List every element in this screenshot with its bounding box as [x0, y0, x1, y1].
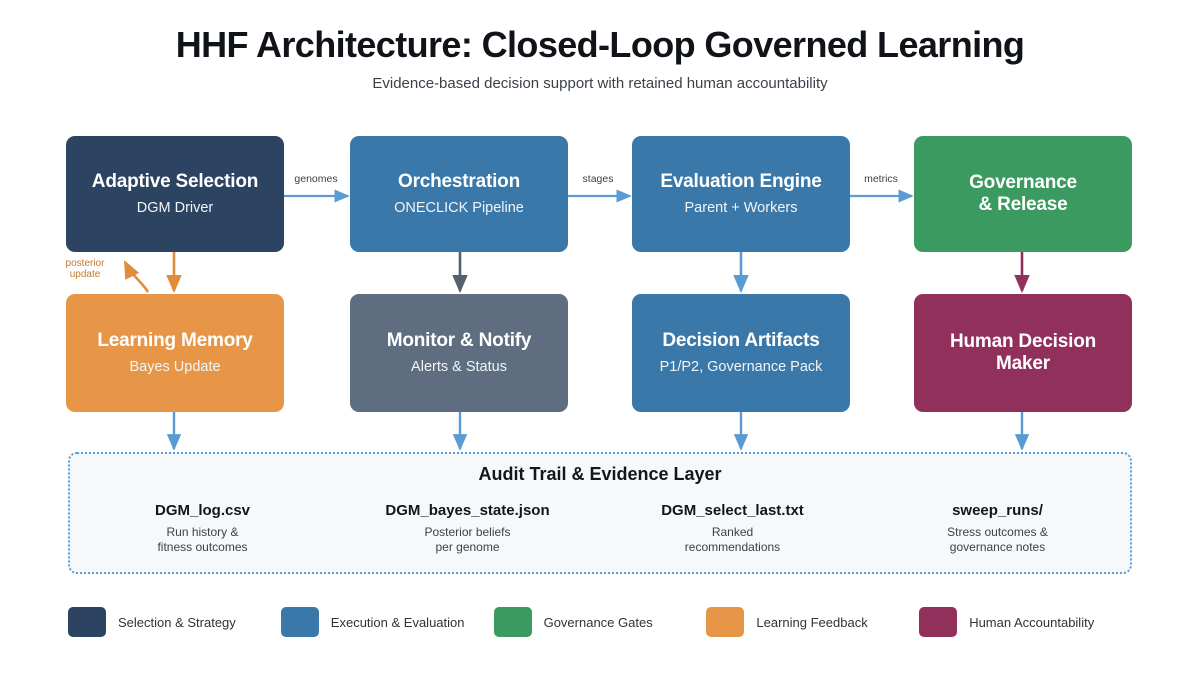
legend-item-human-accountability: Human Accountability: [919, 607, 1132, 637]
legend-label: Human Accountability: [969, 614, 1095, 630]
node-title: Orchestration: [398, 170, 520, 192]
node-adaptive-selection[interactable]: Adaptive Selection DGM Driver: [66, 136, 284, 252]
node-learning-memory[interactable]: Learning Memory Bayes Update: [66, 294, 284, 412]
audit-trail-heading: Audit Trail & Evidence Layer: [478, 464, 722, 484]
node-human-decision-maker[interactable]: Human Decision Maker: [914, 294, 1132, 412]
legend-item-execution-evaluation: Execution & Evaluation: [280, 607, 494, 637]
node-decision-artifacts[interactable]: Decision Artifacts P1/P2, Governance Pac…: [632, 294, 850, 412]
node-title: Decision Artifacts: [662, 329, 820, 351]
legend-item-governance-gates: Governance Gates: [493, 607, 707, 637]
legend-swatch: [68, 607, 106, 637]
legend: Selection & Strategy Execution & Evaluat…: [68, 604, 1132, 640]
legend-item-selection-strategy: Selection & Strategy: [68, 607, 281, 637]
legend-label: Execution & Evaluation: [330, 614, 465, 630]
artifact-name: sweep_runs/: [952, 502, 1043, 519]
edge-label-posterior-update: posterior update: [65, 258, 105, 281]
legend-label: Governance Gates: [543, 614, 653, 630]
node-monitor-notify[interactable]: Monitor & Notify Alerts & Status: [350, 294, 568, 412]
artifact-item[interactable]: sweep_runs/ Stress outcomes & governance…: [865, 502, 1130, 555]
node-title: Adaptive Selection: [91, 170, 259, 192]
page-title: HHF Architecture: Closed-Loop Governed L…: [175, 24, 1025, 65]
node-title: Human Decision Maker: [949, 330, 1097, 374]
legend-label: Selection & Strategy: [118, 614, 236, 630]
artifact-list: DGM_log.csv Run history & fitness outcom…: [70, 502, 1130, 555]
artifact-description: Posterior beliefs per genome: [424, 525, 511, 554]
node-subtitle: Parent + Workers: [684, 200, 798, 216]
legend-swatch: [280, 607, 319, 637]
artifact-item[interactable]: DGM_log.csv Run history & fitness outcom…: [70, 502, 335, 555]
node-subtitle: DGM Driver: [136, 200, 214, 216]
node-title: Learning Memory: [97, 329, 253, 351]
node-title: Evaluation Engine: [660, 170, 822, 192]
audit-trail-panel: Audit Trail & Evidence Layer DGM_log.csv…: [68, 452, 1132, 574]
node-subtitle: Alerts & Status: [411, 359, 507, 375]
node-subtitle: ONECLICK Pipeline: [394, 200, 524, 216]
page-subtitle: Evidence-based decision support with ret…: [372, 75, 828, 92]
node-subtitle: P1/P2, Governance Pack: [659, 359, 823, 375]
edge-label-stages: stages: [582, 173, 614, 185]
artifact-description: Stress outcomes & governance notes: [947, 525, 1048, 554]
artifact-name: DGM_log.csv: [154, 502, 251, 519]
node-orchestration[interactable]: Orchestration ONECLICK Pipeline: [350, 136, 568, 252]
artifact-item[interactable]: DGM_bayes_state.json Posterior beliefs p…: [335, 502, 600, 555]
node-subtitle: Bayes Update: [129, 359, 221, 375]
node-governance-release[interactable]: Governance & Release: [914, 136, 1132, 252]
node-evaluation-engine[interactable]: Evaluation Engine Parent + Workers: [632, 136, 850, 252]
artifact-item[interactable]: DGM_select_last.txt Ranked recommendatio…: [600, 502, 865, 555]
arrow-learning-to-adaptive-feedback: [123, 260, 150, 293]
edge-label-metrics: metrics: [864, 173, 898, 185]
node-title: Governance & Release: [969, 171, 1077, 215]
legend-item-learning-feedback: Learning Feedback: [706, 607, 919, 637]
node-title: Monitor & Notify: [386, 329, 532, 351]
legend-swatch: [493, 607, 532, 637]
legend-swatch: [919, 607, 958, 637]
edge-label-genomes: genomes: [294, 173, 338, 185]
artifact-description: Run history & fitness outcomes: [157, 525, 248, 554]
artifact-name: DGM_select_last.txt: [661, 502, 804, 519]
legend-swatch: [706, 607, 745, 637]
artifact-description: Ranked recommendations: [684, 525, 781, 554]
artifact-name: DGM_bayes_state.json: [385, 502, 550, 519]
legend-label: Learning Feedback: [756, 614, 868, 630]
